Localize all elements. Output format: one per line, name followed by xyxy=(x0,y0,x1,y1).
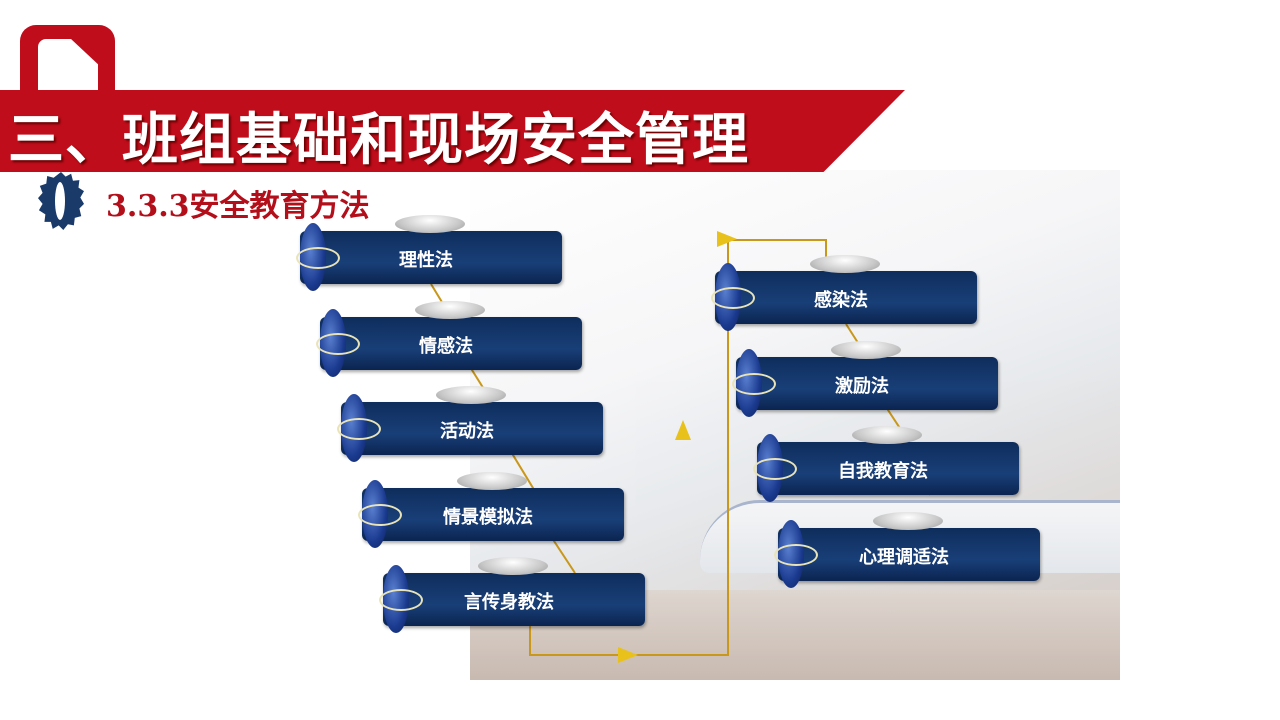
method-node: 激励法 xyxy=(732,341,998,417)
bookmark-decoration xyxy=(20,25,115,95)
method-node: 活动法 xyxy=(337,386,603,462)
arrow-up-icon xyxy=(675,420,691,440)
section-subtitle: 3.3.3安全教育方法 xyxy=(106,189,370,224)
flow-connector xyxy=(529,239,827,656)
method-node: 情景模拟法 xyxy=(358,472,624,548)
arrow-right-icon xyxy=(618,647,638,663)
method-node: 理性法 xyxy=(296,215,562,291)
arrow-right-icon xyxy=(717,231,737,247)
method-node: 言传身教法 xyxy=(379,557,645,633)
method-node: 感染法 xyxy=(711,255,977,331)
title-banner xyxy=(0,90,905,172)
method-node: 自我教育法 xyxy=(753,426,1019,502)
method-node: 情感法 xyxy=(316,301,582,377)
method-node: 心理调适法 xyxy=(774,512,1040,588)
page-title: 三、班组基础和现场安全管理 xyxy=(8,108,749,173)
